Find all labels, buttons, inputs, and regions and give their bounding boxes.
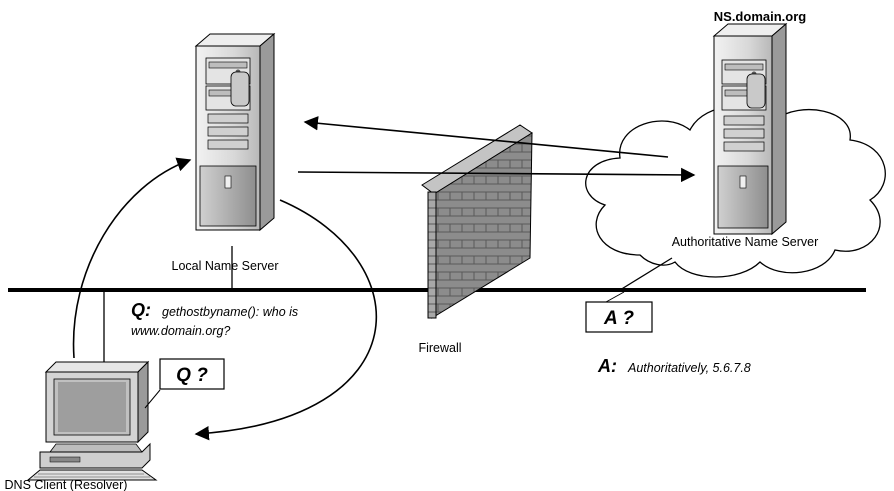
auth-server-icon bbox=[712, 22, 788, 236]
ns-domain-label: NS.domain.org bbox=[714, 9, 807, 24]
client-label: DNS Client (Resolver) bbox=[5, 478, 128, 491]
query-line-1: gethostbyname(): who is bbox=[162, 305, 298, 319]
local-server-icon bbox=[194, 32, 276, 232]
arrow-local-to-auth bbox=[297, 167, 696, 183]
arrow-client-to-local bbox=[72, 157, 192, 359]
client-computer-icon bbox=[26, 360, 158, 481]
query-bubble-text: Q ? bbox=[176, 365, 208, 386]
arrow-local-to-client bbox=[194, 199, 377, 441]
firewall-label: Firewall bbox=[418, 341, 461, 355]
answer-bubble: A ? bbox=[585, 291, 653, 333]
firewall-icon bbox=[421, 124, 533, 319]
answer-text: Authoritatively, 5.6.7.8 bbox=[627, 361, 751, 375]
query-bubble: Q ? bbox=[144, 358, 225, 409]
arrow-auth-to-local bbox=[303, 116, 669, 158]
auth-server-label: Authoritative Name Server bbox=[672, 235, 819, 249]
answer-bubble-text: A ? bbox=[603, 308, 634, 329]
auth-server-drop bbox=[619, 257, 673, 291]
query-prefix: Q: bbox=[131, 300, 151, 320]
query-line-2: www.domain.org? bbox=[131, 324, 230, 338]
local-server-label: Local Name Server bbox=[172, 259, 279, 273]
answer-prefix: A: bbox=[597, 356, 617, 376]
